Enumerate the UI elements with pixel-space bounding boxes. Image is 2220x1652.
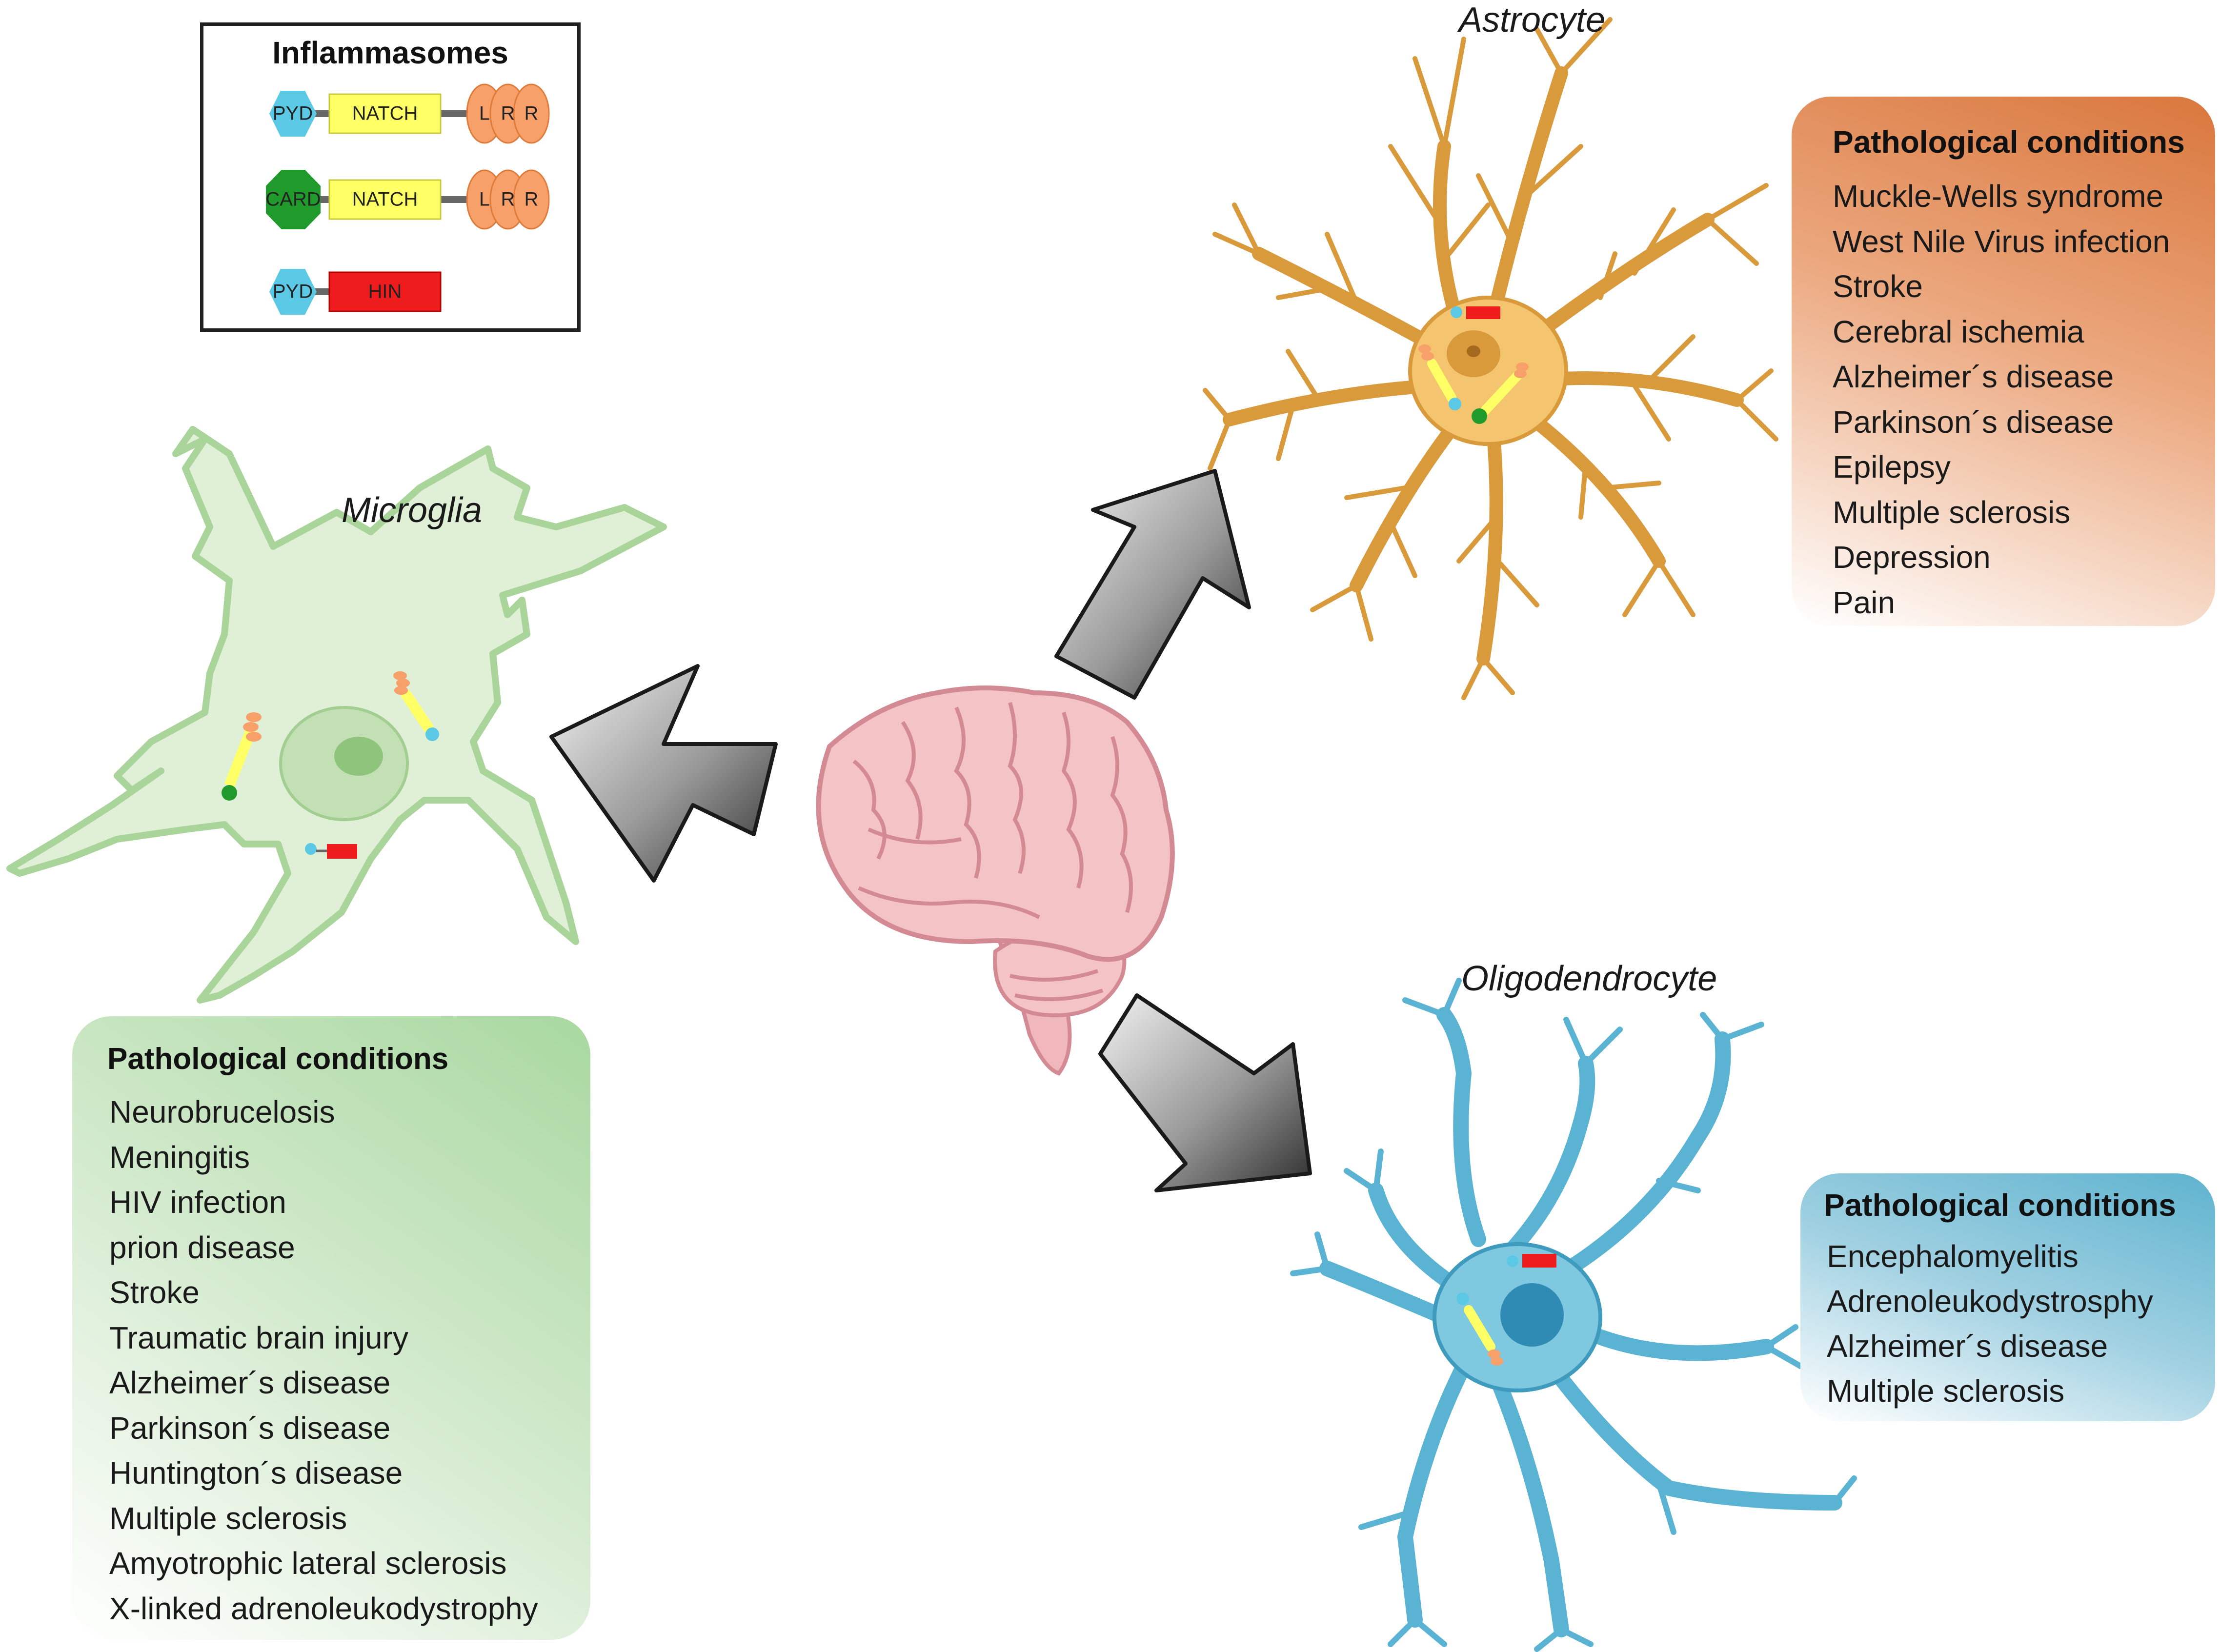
condition-item: Alzheimer´s disease xyxy=(109,1365,391,1400)
condition-item: Stroke xyxy=(1833,269,1923,304)
condition-item: Alzheimer´s disease xyxy=(1833,359,2114,394)
microglia-inflammasome-card xyxy=(222,712,262,801)
microglia-cell xyxy=(6,426,667,1004)
card-domain xyxy=(266,170,321,229)
condition-item: Encephalomyelitis xyxy=(1827,1239,2079,1274)
legend-row-3-domain1: PYD xyxy=(273,281,313,302)
condition-item: X-linked adrenoleukodystrophy xyxy=(109,1591,538,1626)
lrr-letter: L xyxy=(479,103,490,124)
condition-item: Multiple sclerosis xyxy=(109,1500,347,1536)
condition-item: HIV infection xyxy=(109,1185,286,1220)
legend-title: Inflammasomes xyxy=(272,35,508,70)
condition-item: Depression xyxy=(1833,540,1991,575)
astrocyte-label: Astrocyte xyxy=(1459,0,1606,40)
condition-item: Muckle-Wells syndrome xyxy=(1833,179,2164,214)
oligodendrocyte-label: Oligodendrocyte xyxy=(1461,959,1717,998)
condition-item: Multiple sclerosis xyxy=(1827,1373,2065,1409)
condition-item: Amyotrophic lateral sclerosis xyxy=(109,1546,507,1581)
pyd-domain xyxy=(269,91,317,137)
brain-illustration xyxy=(816,685,1175,1076)
legend-row-1-domain2: NATCH xyxy=(352,103,418,124)
condition-item: Epilepsy xyxy=(1833,449,1951,484)
condition-item: Traumatic brain injury xyxy=(109,1320,408,1355)
condition-item: West Nile Virus infection xyxy=(1833,223,2170,259)
legend-row-2-domain1: CARD xyxy=(265,189,321,210)
condition-item: Meningitis xyxy=(109,1139,250,1175)
hin-domain xyxy=(328,271,442,312)
microglia-inflammasome-pyd xyxy=(393,671,439,741)
oligodendrocyte-nucleus xyxy=(1500,1283,1564,1347)
legend-diagram: PYD NATCH L R R CARD NATCH xyxy=(265,83,550,315)
natch-domain xyxy=(328,179,442,220)
arrow-to-microglia xyxy=(549,664,778,883)
legend-row-2: CARD NATCH L R R xyxy=(265,169,550,230)
legend-row-3-domain2: HIN xyxy=(368,281,402,302)
lrr-letter: L xyxy=(479,189,490,210)
astrocyte-cell xyxy=(1203,17,1778,700)
brain-gyri xyxy=(852,702,1133,1001)
lrr-letter: R xyxy=(525,189,539,210)
oligodendrocyte-cell xyxy=(1290,978,1857,1652)
astrocyte-inflammasome-card xyxy=(1472,363,1529,424)
condition-item: Adrenoleukodystrosphy xyxy=(1827,1284,2153,1319)
oligodendrocyte-conditions-title: Pathological conditions xyxy=(1824,1188,2176,1223)
condition-item: Parkinson´s disease xyxy=(1833,404,2114,440)
condition-item: Neurobrucelosis xyxy=(109,1094,335,1129)
astrocyte-inflammasome-hin xyxy=(1451,306,1500,319)
condition-item: Stroke xyxy=(109,1275,200,1310)
legend-row-1-domain1: PYD xyxy=(273,103,313,124)
natch-domain xyxy=(328,93,442,134)
lrr-letter: R xyxy=(501,103,515,124)
pyd-domain xyxy=(269,269,317,315)
legend-row-2-domain2: NATCH xyxy=(352,189,418,210)
legend-row-1: PYD NATCH L R R xyxy=(269,83,550,144)
arrow-to-astrocyte xyxy=(1054,469,1251,700)
lrr-letter: R xyxy=(525,103,539,124)
arrow-to-oligodendrocyte xyxy=(1098,993,1312,1192)
oligodendrocyte-inflammasome-hin xyxy=(1507,1254,1556,1268)
astrocyte-conditions-title: Pathological conditions xyxy=(1833,124,2185,160)
condition-item: Cerebral ischemia xyxy=(1833,314,2084,349)
astrocyte-conditions-box: Pathological conditions Muckle-Wells syn… xyxy=(1792,97,2215,626)
lrr-letter: R xyxy=(501,189,515,210)
condition-item: Multiple sclerosis xyxy=(1833,494,2071,530)
legend-row-3: PYD HIN xyxy=(269,269,442,315)
condition-item: Parkinson´s disease xyxy=(109,1410,391,1446)
microglia-nucleolus xyxy=(334,737,383,776)
condition-item: Pain xyxy=(1833,584,1896,620)
cerebrum xyxy=(816,685,1175,962)
microglia-inflammasome-hin xyxy=(305,843,357,859)
condition-item: Huntington´s disease xyxy=(109,1455,403,1491)
oligodendrocyte-inflammasome-pyd xyxy=(1456,1292,1503,1366)
condition-item: prion disease xyxy=(109,1229,295,1265)
microglia-label: Microglia xyxy=(342,491,483,530)
oligodendrocyte-conditions-box: Pathological conditions Encephalomyeliti… xyxy=(1800,1173,2215,1421)
condition-item: Alzheimer´s disease xyxy=(1827,1329,2108,1364)
microglia-conditions-title: Pathological conditions xyxy=(107,1042,449,1076)
inflammasome-legend: Inflammasomes PYD NATCH L R R xyxy=(200,22,581,332)
astrocyte-inflammasome-pyd xyxy=(1418,344,1461,410)
